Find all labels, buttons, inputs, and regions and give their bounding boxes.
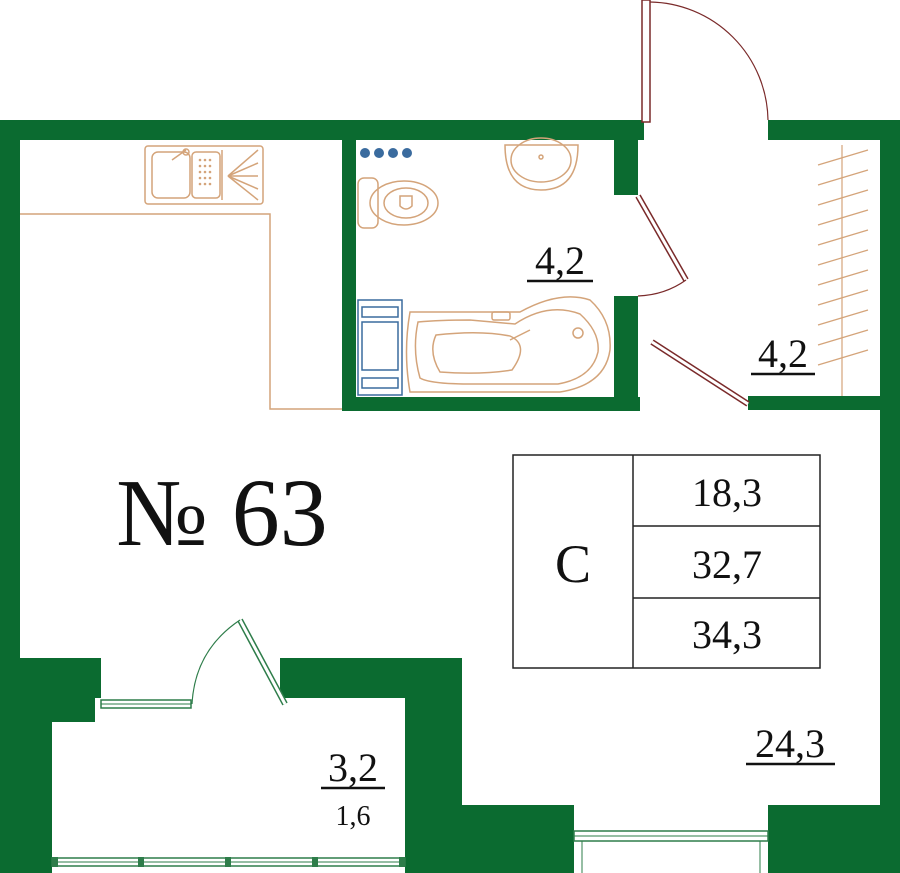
- bathroom-fixtures: [357, 137, 611, 396]
- summary-value-1: 18,3: [692, 470, 762, 515]
- walls: [0, 120, 900, 873]
- kitchen-counter: [20, 145, 342, 410]
- storage-bottom-wall: [748, 396, 880, 410]
- sink-drain-board: [191, 151, 221, 199]
- balcony-door[interactable]: [191, 618, 288, 706]
- main-room-window: [573, 805, 769, 873]
- shower-tray-icon: [357, 299, 403, 396]
- top-outer-wall-left: [0, 120, 644, 140]
- storage-shelves: [817, 145, 869, 396]
- bathroom-area-label: 4,2: [535, 238, 585, 283]
- balcony-area-label: 3,2: [328, 745, 378, 790]
- bathroom-door[interactable]: [635, 194, 689, 297]
- top-outer-wall-right: [768, 120, 900, 140]
- doors: [191, 0, 769, 706]
- bottom-wall-right-of-window: [768, 805, 880, 873]
- balcony-reduced-area-label: 1,6: [336, 801, 371, 832]
- bathroom-right-wall-bottom: [614, 296, 638, 411]
- main-room-floor: [20, 411, 880, 658]
- bathroom-floor: [356, 140, 614, 397]
- bathroom-right-wall-top: [614, 140, 638, 195]
- balcony-door-jamb-left: [95, 658, 101, 698]
- storage-door[interactable]: [650, 339, 750, 407]
- main-room-lower-floor: [462, 658, 880, 805]
- bathroom-left-wall: [342, 140, 356, 410]
- balcony-floor: [52, 722, 405, 873]
- balcony-right-wall: [405, 658, 462, 873]
- room-fills: [20, 140, 880, 873]
- heated-towel-rail-icon: [360, 148, 412, 158]
- entrance-door[interactable]: [641, 0, 769, 123]
- storage-area-label: 4,2: [758, 331, 808, 376]
- sink-drain-dots: [198, 158, 212, 186]
- balcony-door-window: [100, 699, 192, 709]
- apartment-type-label: С: [555, 534, 591, 594]
- sink-basin-left: [151, 151, 191, 199]
- summary-table: [512, 454, 821, 669]
- toilet-icon: [357, 177, 439, 229]
- kitchen-sink-icon: [144, 145, 264, 205]
- summary-value-2: 32,7: [692, 542, 762, 587]
- bathroom-bottom-wall: [342, 397, 640, 411]
- apartment-number-label: № 63: [116, 459, 328, 566]
- balcony-glazing: [51, 857, 406, 867]
- right-outer-wall: [880, 120, 900, 873]
- bottom-wall-left-of-window: [462, 805, 574, 873]
- main-room-area-label: 24,3: [755, 721, 825, 766]
- windows: [51, 699, 769, 873]
- counter-edge: [20, 213, 342, 410]
- summary-value-3: 34,3: [692, 612, 762, 657]
- bathtub-icon: [405, 296, 611, 393]
- washbasin-icon: [504, 144, 579, 191]
